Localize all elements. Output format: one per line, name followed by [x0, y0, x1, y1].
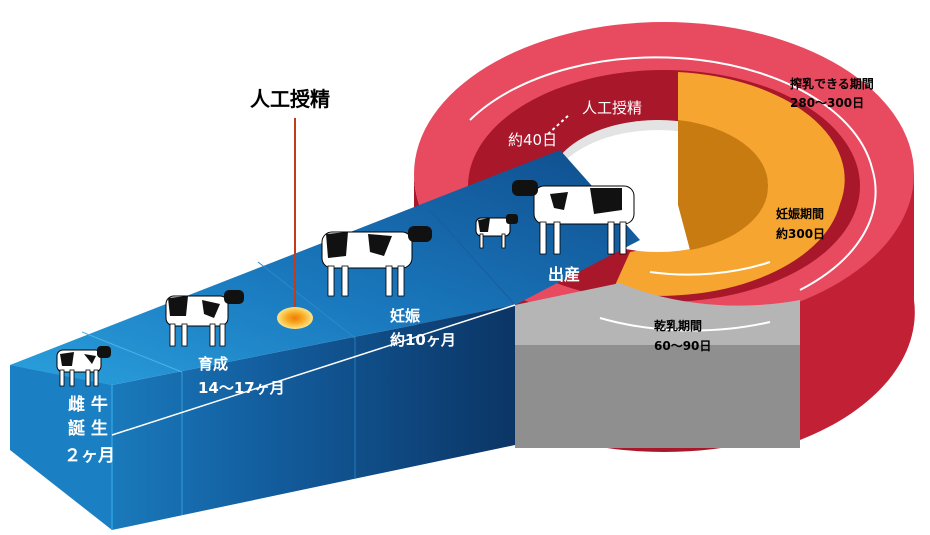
cow-icon: [165, 290, 244, 347]
lactation-period: 280〜300日: [790, 96, 865, 110]
ai-arrow-line: [547, 113, 571, 135]
cow-icon: [321, 226, 432, 297]
rearing-period: 14〜17ヶ月: [198, 379, 285, 397]
pregnancy-label: 妊娠: [390, 307, 421, 325]
ai-inner-label: 人工授精: [582, 99, 643, 117]
calf-icon: [56, 346, 111, 387]
lactation-label: 搾乳できる期間: [790, 77, 874, 91]
ai-inner-days: 約40日: [508, 131, 558, 149]
birth-label-line2: 誕 生: [68, 419, 108, 439]
pregnancy-period: 約10ヶ月: [390, 331, 456, 349]
belt-divider-top-1: [81, 331, 183, 373]
rearing-label: 育成: [198, 355, 229, 373]
belt-top-face: [10, 150, 640, 385]
gestation-inner-wall: [678, 120, 769, 250]
birth-label-line1: 雌 牛: [68, 395, 108, 415]
lactation-arrow-line: [469, 56, 877, 291]
belt-divider-top-2: [257, 261, 356, 339]
calf-icon: [475, 214, 518, 249]
belt-left-face: [10, 365, 112, 530]
dry-period-period: 60〜90日: [654, 339, 712, 353]
birth-label-line3: ２ヶ月: [64, 446, 115, 466]
gestation-label: 妊娠期間: [776, 207, 825, 221]
dry-period-wall-front: [515, 345, 800, 448]
diagram-title: 人工授精: [250, 87, 330, 111]
cow-icon: [512, 180, 635, 255]
gestation-arrow-line: [649, 261, 771, 276]
belt-divider-top-3: [429, 209, 516, 306]
timeline-line: [111, 304, 516, 436]
dry-arrow-line: [599, 317, 771, 332]
dry-period-label: 乾乳期間: [654, 319, 703, 333]
belt-front-face: [10, 305, 515, 530]
gestation-period: 約300日: [776, 227, 826, 241]
timeline-belt: [10, 150, 640, 530]
insemination-marker-icon: [277, 307, 313, 329]
calving-label: 出産: [548, 265, 581, 284]
